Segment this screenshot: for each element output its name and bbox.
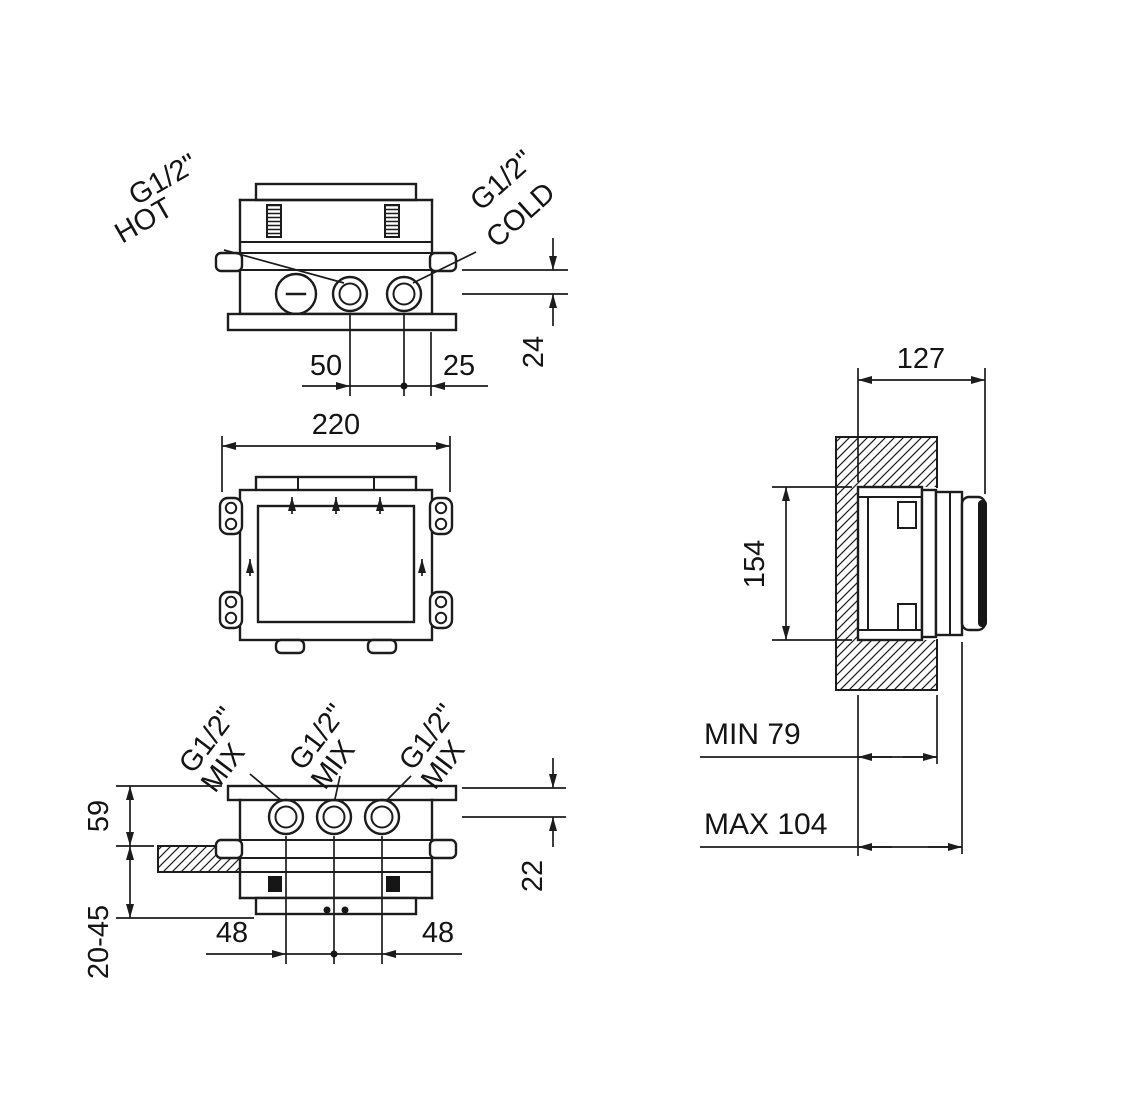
circle-shape — [224, 611, 238, 625]
dim-25: 25 — [443, 350, 475, 382]
side-view: 127 154 MIN 79 MAX 104 — [700, 343, 987, 856]
dim-min-79: MIN 79 — [704, 718, 801, 751]
front-view: 220 — [218, 409, 454, 655]
circle-shape — [338, 282, 362, 306]
top-view: G1/2" HOT G1/2" COLD 50 25 24 — [110, 144, 568, 396]
circle-shape — [224, 501, 238, 515]
dim-59: 59 — [83, 800, 115, 832]
cold-leader-line — [412, 251, 477, 284]
circle-shape — [392, 282, 416, 306]
circle-shape — [323, 906, 331, 914]
wall-hatch-left — [836, 487, 858, 640]
wall-plate — [920, 488, 938, 639]
foot-right — [366, 638, 398, 655]
wall-hatch-top — [836, 437, 937, 487]
mix-right-leader-line — [385, 775, 412, 802]
side-tab-right — [428, 838, 458, 860]
top-flange — [226, 312, 458, 332]
circle-shape — [224, 595, 238, 609]
hot-leader-line — [223, 249, 345, 284]
mix-left-leader-line — [249, 773, 283, 802]
side-tab-left — [214, 838, 244, 860]
dim-20-45: 20-45 — [83, 905, 115, 979]
rect-shape — [897, 501, 917, 529]
circle-shape — [370, 805, 394, 829]
circle-shape — [434, 517, 448, 531]
top-lid — [254, 182, 418, 202]
circle-shape — [341, 906, 349, 914]
dim-127: 127 — [897, 343, 945, 375]
circle-shape — [434, 501, 448, 515]
bottom-flange — [226, 784, 458, 802]
wall-hatch-bottom — [836, 640, 937, 690]
circle-shape — [224, 517, 238, 531]
screw-right — [386, 876, 400, 892]
circle-shape — [434, 611, 448, 625]
bottom-view: G1/2" MIX G1/2" MIX G1/2" MIX 59 20-45 4… — [83, 699, 566, 979]
front-cap — [978, 500, 987, 627]
rect-shape — [897, 603, 917, 631]
screw-right — [384, 204, 400, 238]
dim-154: 154 — [739, 540, 771, 588]
dim-24: 24 — [518, 336, 550, 368]
front-body — [238, 488, 434, 642]
dim-48-left: 48 — [216, 917, 248, 949]
mix-port-center — [315, 798, 353, 836]
mix-port-left — [267, 798, 305, 836]
dim-220: 220 — [312, 409, 360, 441]
dim-48-right: 48 — [422, 917, 454, 949]
mix-port-right — [363, 798, 401, 836]
screw-left — [266, 204, 282, 238]
dim-max-104: MAX 104 — [704, 808, 827, 841]
bottom-lid — [254, 896, 418, 916]
side-tab-left — [214, 251, 244, 273]
circle-shape — [322, 805, 346, 829]
hot-port — [331, 275, 369, 313]
circle-shape — [274, 805, 298, 829]
dim-50: 50 — [310, 350, 342, 382]
cold-port — [385, 275, 423, 313]
circle-shape — [400, 382, 408, 390]
foot-left — [274, 638, 306, 655]
dim-22: 22 — [517, 860, 549, 892]
mix-center-leader-line — [334, 775, 341, 800]
circle-shape — [330, 950, 338, 958]
circle-shape — [434, 595, 448, 609]
screw-left — [268, 876, 282, 892]
